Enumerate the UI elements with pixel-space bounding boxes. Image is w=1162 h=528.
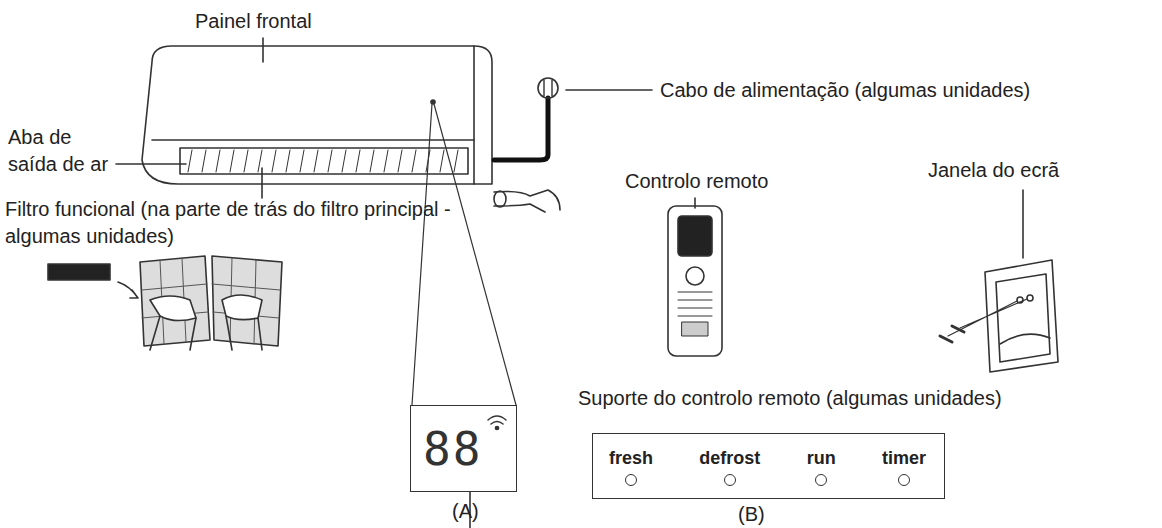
hand [150,296,196,321]
indicator-lamp [898,474,910,486]
louvre [272,150,276,172]
louvre [286,150,290,172]
indicator: fresh [609,447,653,486]
part-label: Aba de saída de ar [8,124,114,178]
remote-holder [985,260,1058,372]
plug [538,78,558,98]
louvre [398,150,402,172]
louvre [202,150,206,172]
indicator-label: defrost [699,447,760,469]
functional-filter [48,264,110,280]
louvre [342,150,346,172]
part-label: Painel frontal [195,8,312,35]
display-window: 88 [410,405,517,492]
indicator: run [807,447,836,486]
part-label: (B) [738,501,765,528]
indicator-label: fresh [609,447,653,469]
indicator: timer [882,447,926,486]
part-label: Janela do ecrã [928,157,1059,184]
wifi-icon [488,416,506,430]
filter-mesh [212,284,280,290]
main-filter [140,256,210,346]
main-filter [212,256,282,346]
part-label: (A) [452,498,479,525]
display-leader [412,104,516,405]
indicator-panel: fresh defrost run timer [592,433,945,499]
indicator-lamp [724,474,736,486]
indicator-lamp [815,474,827,486]
louvre [440,150,444,172]
unit-body [142,46,492,184]
air-outlet [180,148,468,174]
leader [116,163,186,165]
digit-display: 88 [423,424,482,474]
louvre [384,150,388,172]
part-label: Controlo remoto [625,168,768,195]
leader [1022,190,1024,258]
indicator: defrost [699,447,760,486]
panel-edge [152,139,474,141]
louvre [244,150,248,172]
filter-mesh [142,284,207,290]
indicator-label: timer [882,447,926,469]
louvre [300,150,304,172]
remote-control [668,206,722,356]
unit-side [473,46,475,184]
drain-hose [494,190,560,212]
indicator-label: run [807,447,836,469]
louvre [188,150,192,172]
louvre [314,150,318,172]
leader [262,38,264,62]
leader [261,168,263,198]
louvre [370,150,374,172]
louvre [216,150,220,172]
louvre [454,150,458,172]
louvre [412,150,416,172]
indicator-lamp [625,474,637,486]
part-label: Filtro funcional (na parte de trás do fi… [5,196,460,250]
hand [222,295,262,320]
arrow [118,282,138,298]
leader [566,89,652,91]
part-label: Suporte do controlo remoto (algumas unid… [578,385,1002,412]
part-label: Cabo de alimentação (algumas unidades) [660,77,1030,104]
louvre [356,150,360,172]
louvre [328,150,332,172]
power-cable [494,98,548,160]
louvre [230,150,234,172]
